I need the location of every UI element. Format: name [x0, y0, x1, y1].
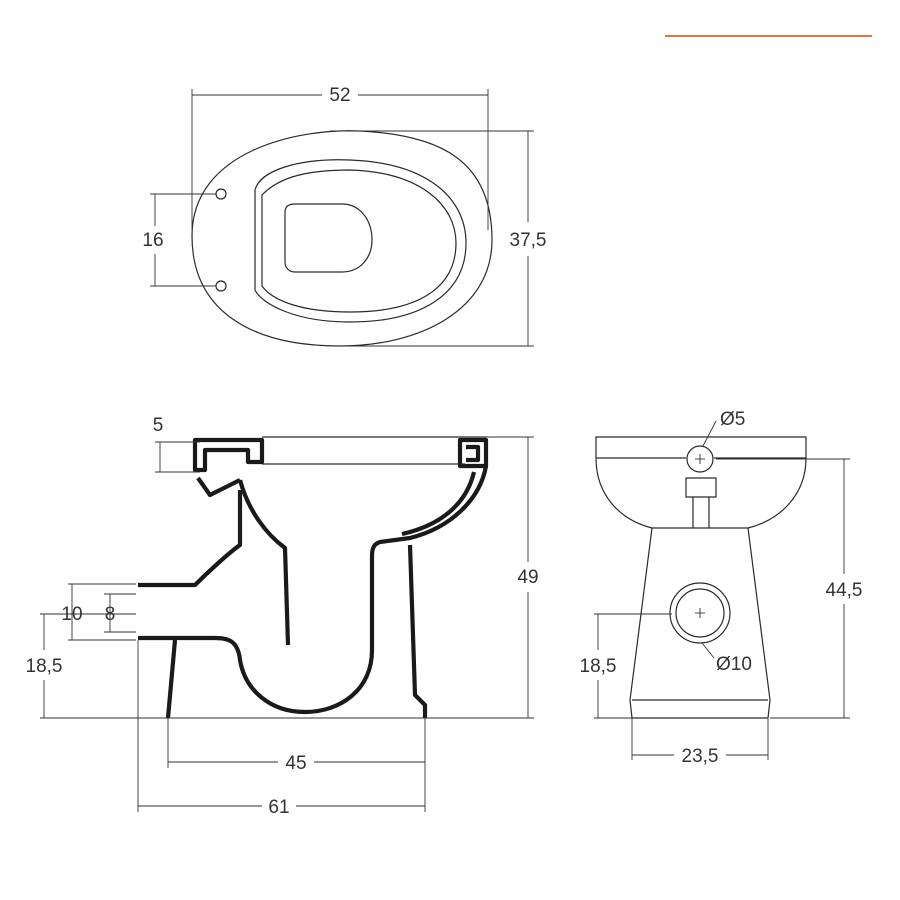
front-bowl	[595, 436, 807, 529]
front-inlet	[686, 445, 714, 473]
top-hole-spacing-label: 16	[142, 230, 163, 251]
bowl-opening	[284, 203, 373, 273]
rim-profile	[192, 437, 265, 473]
side-rim-label: 5	[153, 415, 164, 436]
back-leg	[407, 544, 428, 718]
seat-inner-outline	[261, 169, 457, 313]
seat-rim-outline	[254, 159, 467, 323]
front-height-label: 44,5	[826, 580, 863, 601]
front-outlet-outer	[669, 582, 731, 644]
front-base-width-label: 23,5	[682, 746, 719, 767]
side-height-label: 49	[517, 567, 538, 588]
top-view: 52 37,5 16	[142, 85, 547, 347]
bowl-wall-inner	[401, 471, 477, 537]
bowl-wall-outer	[138, 465, 489, 715]
front-outlet-label: Ø10	[716, 654, 752, 675]
front-view: Ø5 Ø10 44,5 18,5 23,5	[580, 409, 863, 767]
side-base-length-label: 45	[285, 753, 306, 774]
top-width-label: 52	[329, 85, 350, 106]
side-view: 5 49 10 8 18,5 45 61	[26, 415, 539, 818]
bowl-outline	[191, 130, 493, 347]
side-outlet-inner-label: 8	[105, 604, 116, 625]
front-outlet-inner	[675, 588, 725, 638]
mounting-hole-top	[215, 188, 227, 200]
front-inlet-label: Ø5	[720, 409, 745, 430]
side-outlet-height-label: 18,5	[26, 656, 63, 677]
siphon-inner	[237, 479, 291, 646]
side-total-length-label: 61	[268, 797, 289, 818]
siphon-wall	[196, 476, 241, 498]
side-outlet-diameter-label: 10	[61, 604, 82, 625]
rim-back-profile	[457, 437, 489, 469]
mounting-hole-bottom	[215, 280, 227, 292]
front-leg	[165, 639, 178, 719]
front-inlet-neck	[685, 477, 717, 528]
outlet-upper	[138, 490, 243, 588]
top-depth-label: 37,5	[510, 230, 547, 251]
front-outlet-height-label: 18,5	[580, 656, 617, 677]
front-pedestal	[629, 527, 771, 719]
